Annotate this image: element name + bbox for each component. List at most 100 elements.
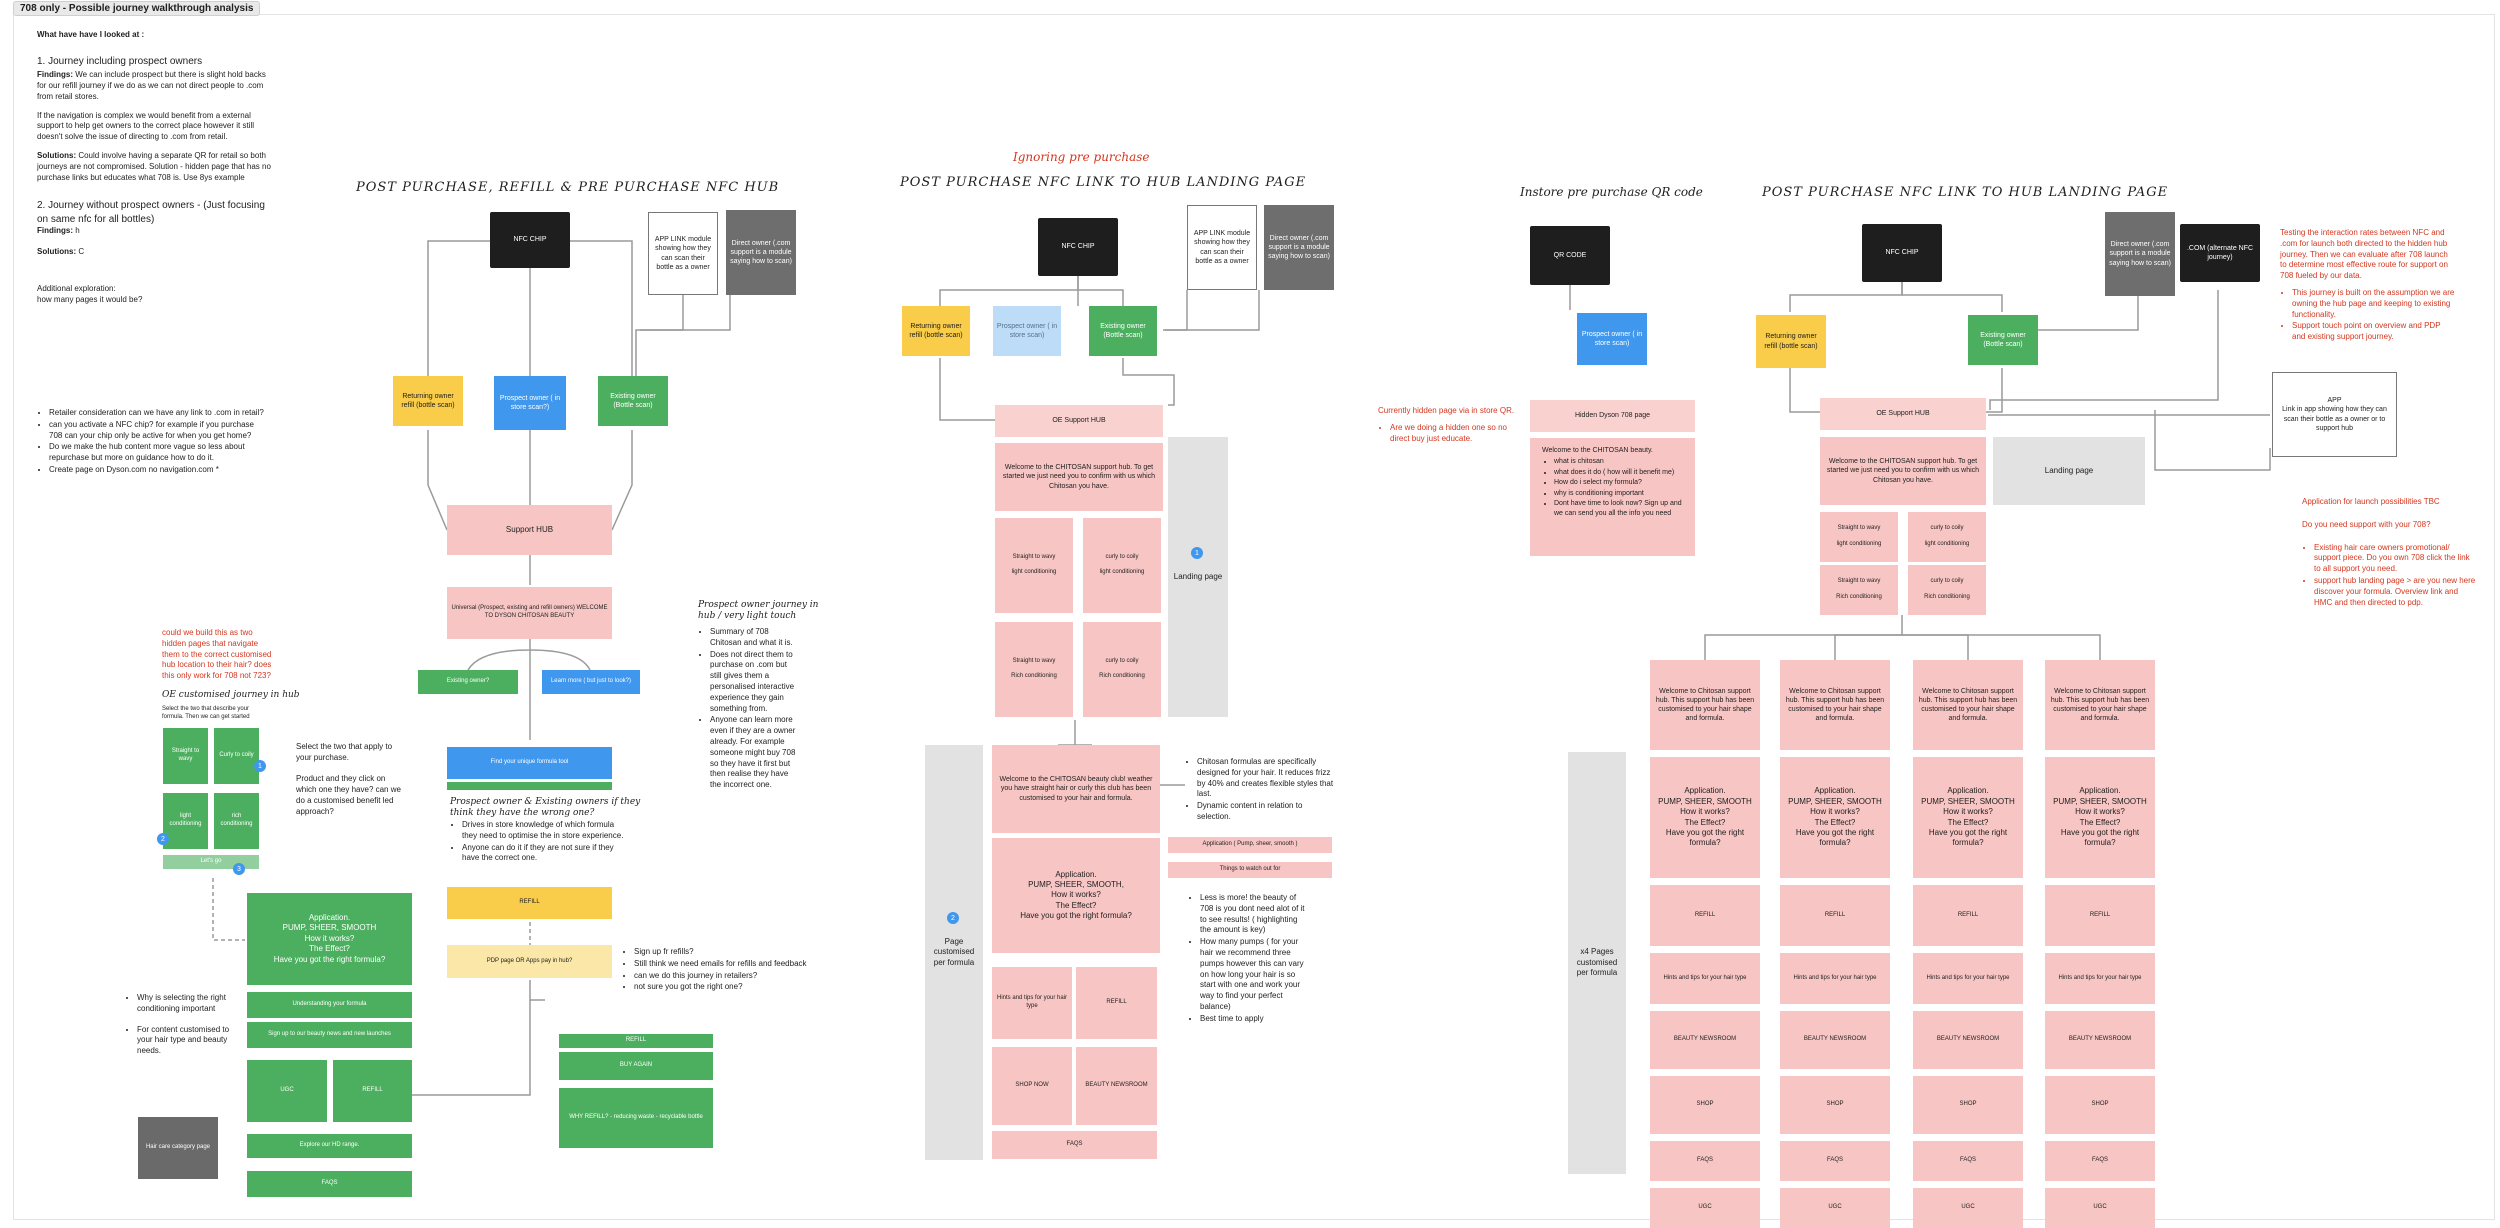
s2-faqs[interactable]: FAQS <box>992 1131 1157 1159</box>
s2-existing-owner[interactable]: Existing owner (Bottle scan) <box>1089 306 1157 356</box>
col-ugc[interactable]: UGC <box>1780 1188 1890 1228</box>
s1-buy-again[interactable]: BUY AGAIN <box>559 1052 713 1080</box>
s1-returning-owner[interactable]: Returning owner refill (bottle scan) <box>393 376 463 426</box>
s4-landing-page[interactable]: Landing page <box>1993 437 2145 505</box>
s4-app-box[interactable]: APP Link in app showing how they can sca… <box>2272 372 2397 457</box>
s1-tile-rich[interactable]: rich conditioning <box>214 793 259 849</box>
s2-prospect-owner[interactable]: Prospect owner ( in store scan) <box>993 306 1061 356</box>
col-application[interactable]: Application. PUMP, SHEER, SMOOTH How it … <box>1913 757 2023 878</box>
col-application[interactable]: Application. PUMP, SHEER, SMOOTH How it … <box>1650 757 1760 878</box>
col-ugc[interactable]: UGC <box>2045 1188 2155 1228</box>
s1-refill[interactable]: REFILL <box>447 887 612 919</box>
s3-prospect-owner[interactable]: Prospect owner ( in store scan) <box>1577 313 1647 365</box>
col-newsroom[interactable]: BEAUTY NEWSROOM <box>1913 1011 2023 1069</box>
s1-nfc-chip[interactable]: NFC CHIP <box>490 212 570 268</box>
s4-existing-owner[interactable]: Existing owner (Bottle scan) <box>1968 315 2038 365</box>
col-ugc[interactable]: UGC <box>1650 1188 1760 1228</box>
s2-welcome2[interactable]: Welcome to the CHITOSAN beauty club! wea… <box>992 745 1160 833</box>
col-shop[interactable]: SHOP <box>2045 1076 2155 1134</box>
s2-tile-4[interactable]: curly to coily Rich conditioning <box>1083 622 1161 717</box>
s1-refill3[interactable]: REFILL <box>333 1060 412 1122</box>
s2-oe-hub[interactable]: OE Support HUB <box>995 405 1163 437</box>
board-title-tab[interactable]: 708 only - Possible journey walkthrough … <box>13 1 261 16</box>
s2-shop-now[interactable]: SHOP NOW <box>992 1047 1072 1125</box>
col-refill[interactable]: REFILL <box>1650 885 1760 946</box>
s3-welcome-block[interactable]: Welcome to the CHITOSAN beauty. what is … <box>1530 438 1695 556</box>
s4-com-alternate[interactable]: .COM (alternate NFC journey) <box>2180 224 2260 282</box>
s4-tile-1[interactable]: Straight to wavy light conditioning <box>1820 512 1898 562</box>
s4-nfc-chip[interactable]: NFC CHIP <box>1862 224 1942 282</box>
col-ugc[interactable]: UGC <box>1913 1188 2023 1228</box>
s1-tile-curly[interactable]: Curly to coily <box>214 728 259 784</box>
col-faqs[interactable]: FAQS <box>1780 1141 1890 1181</box>
s2-tile-2[interactable]: curly to coily light conditioning <box>1083 518 1161 613</box>
s1-learn-more[interactable]: Learn more ( but just to look?) <box>542 670 640 694</box>
s1-understanding[interactable]: Understanding your formula <box>247 992 412 1018</box>
col-shop[interactable]: SHOP <box>1650 1076 1760 1134</box>
s2-app-pill[interactable]: Application ( Pump, sheer, smooth ) <box>1168 837 1332 853</box>
col-newsroom[interactable]: BEAUTY NEWSROOM <box>1650 1011 1760 1069</box>
s1-ugc[interactable]: UGC <box>247 1060 327 1122</box>
col-shop[interactable]: SHOP <box>1913 1076 2023 1134</box>
s2-direct-owner[interactable]: Direct owner (.com support is a module s… <box>1264 205 1334 290</box>
s1-application-block[interactable]: Application. PUMP, SHEER, SMOOTH How it … <box>247 893 412 985</box>
s1-support-hub[interactable]: Support HUB <box>447 505 612 555</box>
col-application[interactable]: Application. PUMP, SHEER, SMOOTH How it … <box>1780 757 1890 878</box>
s4-direct-owner[interactable]: Direct owner (.com support is a module s… <box>2105 212 2175 296</box>
s2-nfc-chip[interactable]: NFC CHIP <box>1038 218 1118 276</box>
s1-prospect-owner[interactable]: Prospect owner ( in store scan?) <box>494 376 566 430</box>
col-faqs[interactable]: FAQS <box>1650 1141 1760 1181</box>
s1-existing-owner[interactable]: Existing owner (Bottle scan) <box>598 376 668 426</box>
s2-newsroom[interactable]: BEAUTY NEWSROOM <box>1076 1047 1157 1125</box>
s4-welcome[interactable]: Welcome to the CHITOSAN support hub. To … <box>1820 437 1986 505</box>
col-newsroom[interactable]: BEAUTY NEWSROOM <box>1780 1011 1890 1069</box>
s1-app-link[interactable]: APP LINK module showing how they can sca… <box>648 212 718 295</box>
s1-explore[interactable]: Explore our HD range. <box>247 1134 412 1158</box>
s1-tile-straight[interactable]: Straight to wavy <box>163 728 208 784</box>
s1-hair-care[interactable]: Hair care category page <box>138 1117 218 1179</box>
s1-find-formula[interactable]: Find your unique formula tool <box>447 747 612 779</box>
s2-application[interactable]: Application. PUMP, SHEER, SMOOTH, How it… <box>992 838 1160 953</box>
col-faqs[interactable]: FAQS <box>2045 1141 2155 1181</box>
s2-refill[interactable]: REFILL <box>1076 967 1157 1039</box>
s1-tile-light[interactable]: light conditioning <box>163 793 208 849</box>
s2-returning-owner[interactable]: Returning owner refill (bottle scan) <box>902 306 970 356</box>
col-welcome[interactable]: Welcome to Chitosan support hub. This su… <box>1780 660 1890 750</box>
s1-sign-up[interactable]: Sign up to our beauty news and new launc… <box>247 1022 412 1048</box>
s1-universal-welcome[interactable]: Universal (Prospect, existing and refill… <box>447 587 612 639</box>
s1-why-refill[interactable]: WHY REFILL? - reducing waste - recyclabl… <box>559 1088 713 1148</box>
s2-welcome[interactable]: Welcome to the CHITOSAN support hub. To … <box>995 443 1163 511</box>
col-refill[interactable]: REFILL <box>2045 885 2155 946</box>
s3-hidden-page[interactable]: Hidden Dyson 708 page <box>1530 400 1695 432</box>
col-application[interactable]: Application. PUMP, SHEER, SMOOTH How it … <box>2045 757 2155 878</box>
s4-tile-2[interactable]: curly to coily light conditioning <box>1908 512 1986 562</box>
col-shop[interactable]: SHOP <box>1780 1076 1890 1134</box>
s2-tile-1[interactable]: Straight to wavy light conditioning <box>995 518 1073 613</box>
col-welcome[interactable]: Welcome to Chitosan support hub. This su… <box>2045 660 2155 750</box>
s3-qr-code[interactable]: QR CODE <box>1530 226 1610 285</box>
s4-returning-owner[interactable]: Returning owner refill (bottle scan) <box>1756 315 1826 368</box>
col-refill[interactable]: REFILL <box>1913 885 2023 946</box>
s1-existing-question[interactable]: Existing owner? <box>418 670 518 694</box>
col-hints[interactable]: Hints and tips for your hair type <box>2045 953 2155 1004</box>
col-welcome[interactable]: Welcome to Chitosan support hub. This su… <box>1913 660 2023 750</box>
s1-direct-owner[interactable]: Direct owner (.com support is a module s… <box>726 210 796 295</box>
s2-landing-page[interactable]: Landing page <box>1168 437 1228 717</box>
s1-faqs[interactable]: FAQS <box>247 1171 412 1197</box>
col-hints[interactable]: Hints and tips for your hair type <box>1780 953 1890 1004</box>
s1-pdp[interactable]: PDP page OR Apps pay in hub? <box>447 945 612 978</box>
col-hints[interactable]: Hints and tips for your hair type <box>1913 953 2023 1004</box>
s4-tile-3[interactable]: Straight to wavy Rich conditioning <box>1820 565 1898 615</box>
s4-oe-hub[interactable]: OE Support HUB <box>1820 398 1986 430</box>
s2-hints[interactable]: Hints and tips for your hair type <box>992 967 1072 1039</box>
col-hints[interactable]: Hints and tips for your hair type <box>1650 953 1760 1004</box>
s2-tile-3[interactable]: Straight to wavy Rich conditioning <box>995 622 1073 717</box>
col-welcome[interactable]: Welcome to Chitosan support hub. This su… <box>1650 660 1760 750</box>
s4-tile-4[interactable]: curly to coily Rich conditioning <box>1908 565 1986 615</box>
s1-refill2[interactable]: REFILL <box>559 1034 713 1048</box>
col-refill[interactable]: REFILL <box>1780 885 1890 946</box>
col-faqs[interactable]: FAQS <box>1913 1141 2023 1181</box>
col-newsroom[interactable]: BEAUTY NEWSROOM <box>2045 1011 2155 1069</box>
s2-things-pill[interactable]: Things to watch out for <box>1168 862 1332 878</box>
s2-app-link[interactable]: APP LINK module showing how they can sca… <box>1187 205 1257 290</box>
